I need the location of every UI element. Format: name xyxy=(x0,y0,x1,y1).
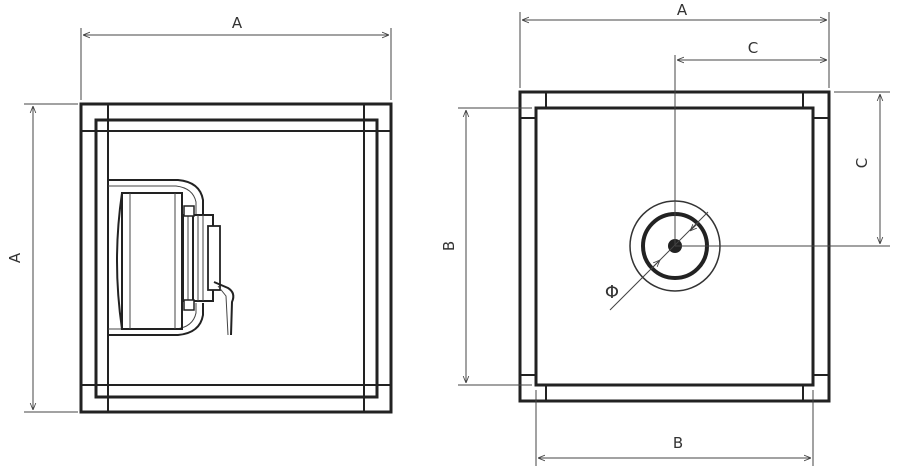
right-dim-b-side-label: B xyxy=(440,241,458,251)
right-dim-b-bottom-label: B xyxy=(673,434,683,452)
left-dim-a-top: A xyxy=(80,14,392,100)
fan-assembly xyxy=(108,179,235,336)
diameter-label: Φ xyxy=(605,282,619,303)
right-dim-b-side: B xyxy=(440,107,532,386)
right-dim-c-side-label: C xyxy=(853,158,871,168)
fan-impeller xyxy=(121,192,183,330)
side-view-inner-panel xyxy=(94,118,379,399)
diameter-dim: Φ xyxy=(605,211,709,311)
right-dim-c-side: C xyxy=(834,91,890,244)
side-view: A A xyxy=(6,14,393,414)
fan-housing xyxy=(108,179,204,336)
right-dim-a-top-label: A xyxy=(677,1,688,19)
right-dim-c-top: C xyxy=(677,39,827,60)
front-view: Φ A C C B xyxy=(440,1,890,466)
side-view-outer-frame xyxy=(79,102,393,414)
left-dim-a-top-label: A xyxy=(232,14,243,32)
fan-cable xyxy=(213,281,235,336)
left-dim-a-side: A xyxy=(6,103,78,413)
left-dim-a-side-label: A xyxy=(6,252,24,263)
right-dim-b-bottom: B xyxy=(535,390,814,466)
right-dim-c-top-label: C xyxy=(748,39,758,57)
right-dim-a-top: A xyxy=(519,1,830,88)
